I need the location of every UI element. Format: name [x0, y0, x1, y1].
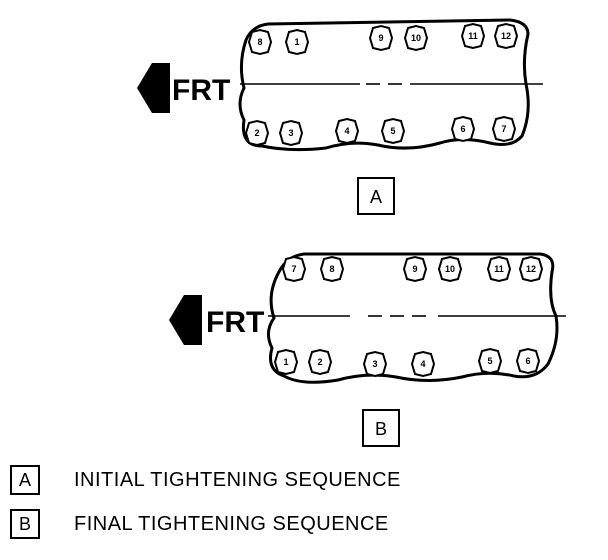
diagram-label: B: [375, 419, 387, 439]
bolt-number: 9: [378, 33, 383, 43]
bolt-number: 7: [501, 124, 506, 134]
diagram-a: FRT 8 1 9 10 11 12: [137, 18, 543, 215]
bolt: 6: [515, 347, 541, 375]
bolt-number: 8: [329, 264, 334, 274]
bolt-number: 12: [526, 264, 536, 274]
bolt: 12: [518, 255, 544, 283]
bolt: 2: [307, 348, 333, 376]
bolt: 1: [273, 348, 299, 376]
legend-text: INITIAL TIGHTENING SEQUENCE: [74, 469, 401, 491]
bolt: 10: [403, 24, 429, 52]
legend-key-box: A: [10, 465, 40, 495]
cylinder-head-diagram: FRT 8 1 9 10 11 12: [137, 18, 566, 447]
bolt-number: 1: [294, 37, 299, 47]
bolt-number: 12: [501, 31, 511, 41]
bolt-number: 7: [291, 264, 296, 274]
legend-key-box: B: [10, 509, 40, 539]
bolt-number: 4: [420, 359, 425, 369]
bolt-number: 6: [460, 124, 465, 134]
bolt-number: 4: [344, 126, 349, 136]
cylinder-head-outline: [238, 18, 530, 152]
bolt-number: 8: [257, 37, 262, 47]
front-label: FRT: [172, 74, 230, 107]
bolt: 11: [460, 22, 486, 50]
bolt: 9: [368, 24, 394, 52]
cylinder-head-outline: [267, 252, 559, 384]
front-arrow-icon: [169, 295, 202, 345]
bolt-number: 5: [487, 356, 492, 366]
bolt: 11: [486, 255, 512, 283]
bolt-number: 6: [525, 356, 530, 366]
bolt-number: 11: [494, 264, 504, 274]
bolt: 7: [491, 115, 517, 143]
bolt-number: 10: [445, 264, 455, 274]
diagram-label-box: [362, 409, 400, 447]
diagram-label: A: [370, 187, 382, 207]
legend-item-final: B FINAL TIGHTENING SEQUENCE: [10, 509, 600, 543]
bolt: 12: [493, 22, 519, 50]
bolt: 2: [244, 119, 270, 147]
bolt: 1: [284, 28, 310, 56]
bolt-number: 3: [372, 359, 377, 369]
bolt: 3: [362, 350, 388, 378]
bolt: 10: [437, 255, 463, 283]
diagram-label-box: [357, 177, 395, 215]
bolt: 7: [281, 255, 307, 283]
front-label: FRT: [206, 306, 264, 339]
bolt-number: 11: [468, 31, 478, 41]
bolt-number: 9: [412, 264, 417, 274]
bolt-number: 5: [390, 126, 395, 136]
bolt: 4: [334, 117, 360, 145]
bolt: 4: [410, 350, 436, 378]
diagram-b: FRT 7 8 9 10 11 12: [169, 252, 566, 447]
legend-text: FINAL TIGHTENING SEQUENCE: [74, 513, 389, 535]
legend-item-initial: A INITIAL TIGHTENING SEQUENCE: [10, 465, 600, 499]
front-arrow-icon: [137, 63, 170, 113]
bolt-number: 10: [411, 33, 421, 43]
bolt: 8: [247, 28, 273, 56]
bolt: 6: [450, 115, 476, 143]
bolt-number: 3: [288, 128, 293, 138]
bolt-number: 1: [283, 357, 288, 367]
bolt: 5: [477, 347, 503, 375]
bolt: 5: [380, 117, 406, 145]
bolt: 9: [402, 255, 428, 283]
bolt-number: 2: [254, 128, 259, 138]
bolt: 3: [278, 119, 304, 147]
bolt-number: 2: [317, 357, 322, 367]
bolt: 8: [319, 255, 345, 283]
